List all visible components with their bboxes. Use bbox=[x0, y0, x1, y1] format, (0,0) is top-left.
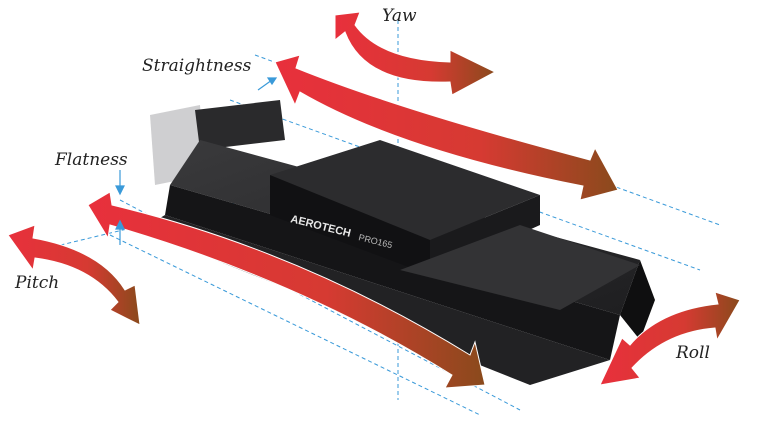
flatness-label: Flatness bbox=[55, 150, 128, 170]
flatness-arrow bbox=[87, 191, 486, 389]
arrows bbox=[7, 11, 741, 389]
pitch-arrow bbox=[7, 224, 141, 326]
straightness-label: Straightness bbox=[142, 56, 252, 76]
measurement-ticks bbox=[115, 77, 278, 245]
roll-arrow bbox=[599, 291, 741, 386]
roll-label: Roll bbox=[676, 343, 710, 363]
yaw-label: Yaw bbox=[382, 6, 417, 26]
yaw-arrow bbox=[334, 11, 497, 96]
linear-stage bbox=[140, 100, 655, 385]
pitch-label: Pitch bbox=[15, 273, 60, 293]
straightness-arrow bbox=[274, 54, 619, 201]
